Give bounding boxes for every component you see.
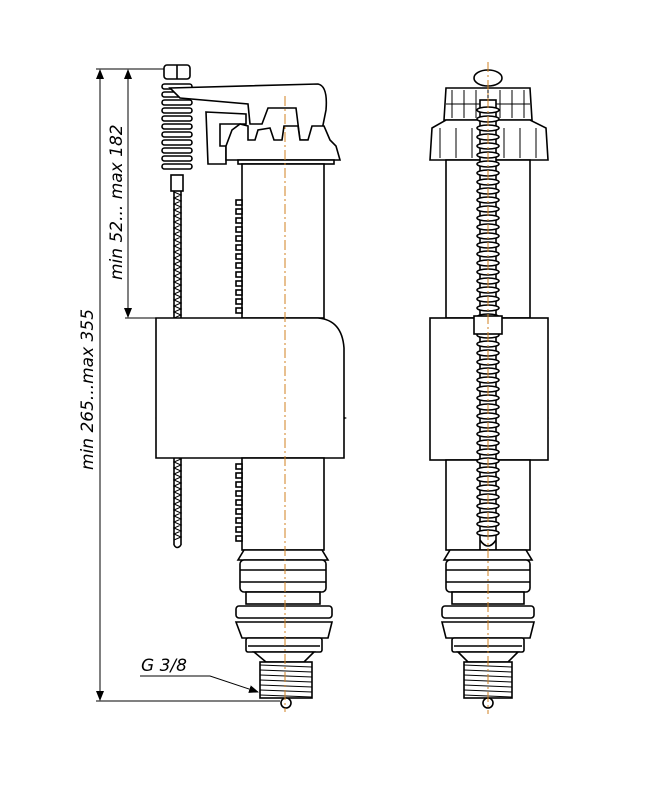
dimension-thread: G 3/8: [141, 656, 187, 676]
side-lower-column: [241, 457, 325, 551]
dimension-total-height: min 265...max 355: [78, 309, 98, 470]
side-nut: [235, 605, 333, 619]
side-upper-column: [241, 163, 325, 319]
side-lever: [168, 83, 328, 141]
side-adjust-rod: [161, 64, 193, 549]
side-lower-ring: [239, 559, 327, 593]
valve-side-view: [155, 64, 345, 709]
side-crown: [225, 123, 342, 161]
valve-front-view: [429, 69, 549, 709]
side-float: [155, 317, 345, 459]
dimension-float-height: min 52... max 182: [107, 124, 127, 280]
side-bracket: [205, 111, 247, 165]
